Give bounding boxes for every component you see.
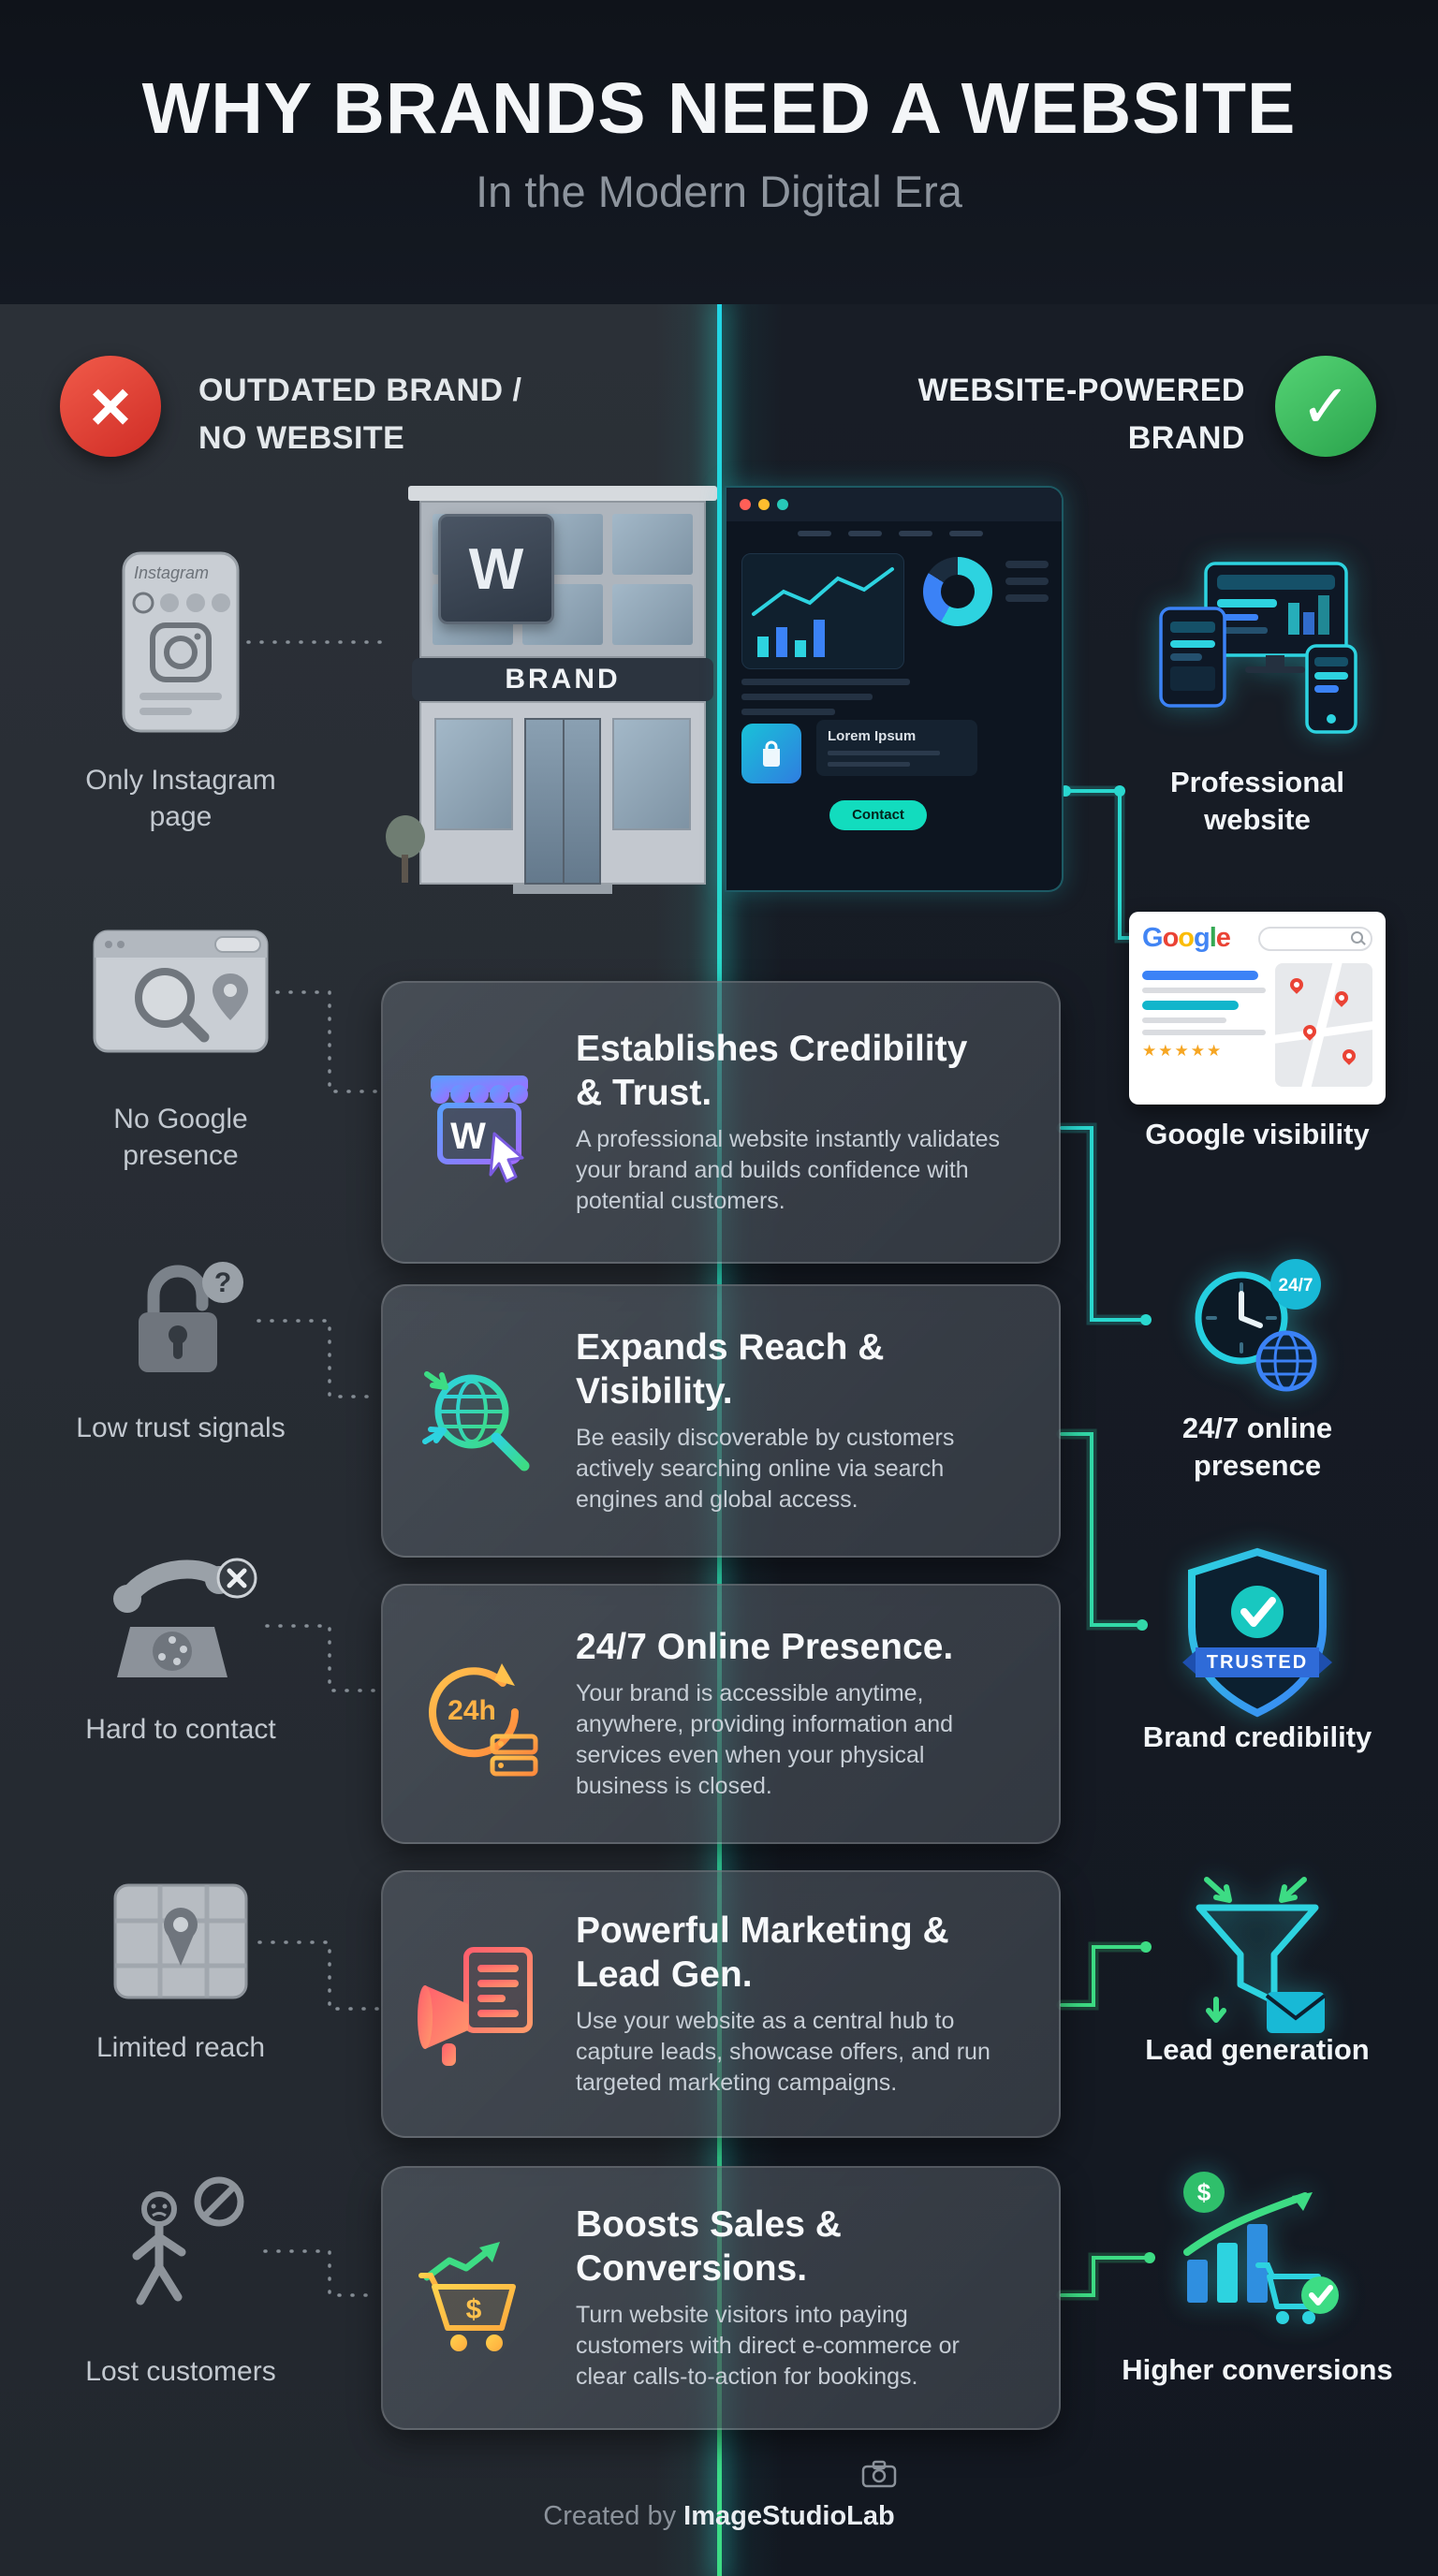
check-mark-icon: ✓ [1300,372,1351,440]
mock-content-card: Lorem Ipsum [816,720,977,776]
instagram-page-icon: Instagram [121,550,241,739]
mock-text-lines [741,679,910,724]
right-column-heading: WEBSITE-POWERED BRAND [917,373,1245,456]
rating-stars: ★★★★★ [1142,1042,1224,1060]
lead-generation-funnel-icon [1179,1872,1336,2043]
svg-text:24/7: 24/7 [1279,1276,1313,1295]
footer-credit: Created by ImageStudioLab [0,2501,1438,2532]
map-panel [1275,963,1372,1087]
dashboard-donut-chart [923,557,992,626]
split-brand-illustration: W BRAND [386,473,1064,899]
card-title: Establishes Credibility & Trust. [576,1028,968,1113]
left-item-label-trust: Low trust signals [76,1412,286,1443]
no-google-presence-icon [92,929,270,1059]
right-item-label-conversions: Higher conversions [1122,2353,1393,2386]
dashboard-chart-panel [741,553,904,669]
x-mark-icon: × [89,366,132,446]
svg-text:Instagram: Instagram [134,564,209,582]
mock-heading: Lorem Ipsum [828,728,917,744]
storefront-building: W BRAND [386,473,725,899]
svg-text:TRUSTED: TRUSTED [1207,1652,1308,1673]
search-icon [1351,930,1363,944]
low-trust-lock-icon: ? [110,1252,251,1394]
card-title: Expands Reach & Visibility. [576,1326,885,1412]
page-subtitle: In the Modern Digital Era [476,167,962,216]
website-mockup-browser: Lorem Ipsum Contact [725,486,1064,892]
svg-text:$: $ [466,2294,482,2325]
benefit-card-online-presence: 24h 24/7 Online Presence. Your brand is … [381,1584,1061,1844]
svg-text:W: W [450,1116,486,1157]
24h-clock-icon: 24h [405,1648,553,1779]
card-body: Use your website as a central hub to cap… [576,2008,990,2097]
x-mark-badge: × [60,356,161,457]
window-zoom-dot [777,499,788,510]
brand-awning: BRAND [412,658,713,701]
browser-title-bar [726,488,1062,521]
right-item-label-leads: Lead generation [1145,2033,1370,2066]
storefront-door [524,718,601,885]
card-title: 24/7 Online Presence. [576,1626,954,1667]
contact-button: Contact [829,800,927,830]
lost-customers-icon [103,2174,257,2333]
map-pin-icon [1332,988,1351,1007]
benefit-card-sales: $ Boosts Sales & Conversions. Turn websi… [381,2166,1061,2430]
card-body: A professional website instantly validat… [576,1126,1001,1215]
tree [386,815,425,858]
higher-conversions-chart-icon: $ [1172,2166,1343,2341]
left-item-label-google: No Google presence [113,1104,248,1171]
check-mark-badge: ✓ [1275,356,1376,457]
right-item-label-credibility: Brand credibility [1142,1720,1372,1753]
svg-text:$: $ [1197,2178,1211,2206]
search-results: ★★★★★ [1142,963,1266,1087]
left-item-label-reach: Limited reach [95,2032,266,2063]
right-item-label-247: 24/7 online presence [1181,1412,1333,1483]
search-bar [1258,926,1372,951]
cart-growth-icon: $ [405,2232,553,2364]
brand-sign-w: W [438,514,554,624]
svg-text:?: ? [214,1267,231,1298]
right-item-label-website: Professional website [1169,766,1345,837]
globe-magnifier-icon [405,1355,553,1486]
benefit-card-marketing: Powerful Marketing & Lead Gen. Use your … [381,1870,1061,2138]
left-item-label-contact: Hard to contact [85,1714,276,1745]
window-close-dot [740,499,751,510]
storefront-gradient-icon: W [405,1057,553,1188]
mock-nav-links [798,531,1062,536]
google-visibility-card: Google ★★★★★ [1129,912,1386,1105]
megaphone-icon [405,1939,553,2070]
svg-text:24h: 24h [448,1695,496,1726]
header: WHY BRANDS NEED A WEBSITE In the Modern … [0,0,1438,304]
dashboard-stat-lines [1005,561,1049,611]
professional-website-devices-icon [1152,554,1363,752]
left-item-label-instagram: Only Instagram page [85,765,276,832]
left-item-label-customers: Lost customers [85,2356,276,2387]
right-item-label-google: Google visibility [1145,1118,1370,1150]
map-pin-icon [1340,1046,1358,1065]
map-pin-icon [1287,975,1306,994]
online-24-7-clock-globe-icon: 24/7 [1181,1251,1333,1407]
card-body: Your brand is accessible anytime, anywhe… [576,1680,954,1800]
google-logo: Google [1142,923,1231,953]
benefit-card-reach: Expands Reach & Visibility. Be easily di… [381,1284,1061,1558]
window-minimize-dot [758,499,770,510]
card-body: Be easily discoverable by customers acti… [576,1425,955,1514]
page-title: WHY BRANDS NEED A WEBSITE [141,68,1297,149]
shopping-bag-icon [741,724,801,783]
hard-to-contact-phone-icon [102,1554,259,1699]
left-column-heading: OUTDATED BRAND / NO WEBSITE [198,373,522,456]
map-pin-icon [1300,1022,1319,1041]
footer-brand-name: ImageStudioLab [683,2501,895,2531]
card-title: Boosts Sales & Conversions. [576,2203,842,2289]
card-body: Turn website visitors into paying custom… [576,2302,960,2391]
limited-reach-map-icon [110,1876,252,2013]
card-title: Powerful Marketing & Lead Gen. [576,1910,949,1995]
camera-icon [861,2460,897,2493]
footer-created-by: Created by [543,2501,677,2531]
trusted-shield-icon: TRUSTED [1177,1544,1338,1725]
benefit-card-credibility: W Establishes Credibility & Trust. A pro… [381,981,1061,1264]
